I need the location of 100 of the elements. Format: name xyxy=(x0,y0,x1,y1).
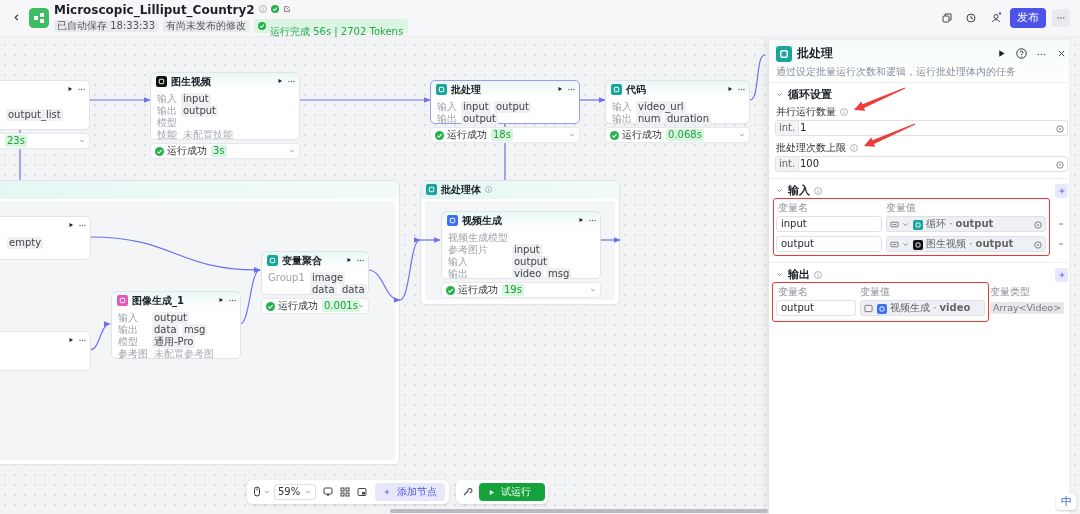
field-label: 并行运行数量 xyxy=(776,106,836,118)
column-header: 变量值 xyxy=(860,286,890,298)
variable-tag: output xyxy=(512,256,549,268)
variable-tag: input xyxy=(512,244,542,256)
section-heading: 输出 xyxy=(788,268,810,281)
input-field: input xyxy=(776,216,882,232)
workflow-node xyxy=(605,80,750,124)
column-header: 变量名 xyxy=(778,202,808,214)
field-label: 输出 xyxy=(448,268,468,280)
connector-line xyxy=(19,129,21,181)
language-indicator: 中 xyxy=(1056,494,1076,510)
variable-tag: input xyxy=(461,101,491,113)
workflow-node xyxy=(111,291,241,359)
reference-text: 循环 · output xyxy=(926,218,994,230)
variable-tag: video xyxy=(512,268,544,280)
duration-badge: 23s xyxy=(5,135,27,147)
variable-tag: num xyxy=(636,113,663,125)
input-field: output xyxy=(776,236,882,252)
status-text: 运行成功 xyxy=(167,145,207,157)
variable-tag: data xyxy=(340,284,367,296)
field-label: 批处理次数上限 xyxy=(776,142,846,154)
duration-badge: 19s xyxy=(502,284,524,296)
connector-line xyxy=(749,54,766,101)
placeholder-text: 未配置参考图 xyxy=(153,348,215,360)
node-title: 图像生成_1 xyxy=(132,294,184,307)
variable-tag: output xyxy=(181,105,218,117)
status-text: 运行成功 xyxy=(278,300,318,312)
add-node-button: 添加节点 xyxy=(375,483,445,501)
field-label: 输出 xyxy=(437,113,457,125)
field-label: 输出 xyxy=(612,113,632,125)
field-label: 视频生成模型 xyxy=(448,232,508,244)
connector-arrow xyxy=(89,97,151,103)
save-status-badge: 已自动保存 18:33:33 xyxy=(54,20,159,32)
workflow-title: Microscopic_Lilliput_Country2 xyxy=(54,3,255,17)
connector-arrow xyxy=(579,97,606,103)
variable-tag: msg xyxy=(182,324,208,336)
duration-badge: 3s xyxy=(211,145,227,157)
node-title: 代码 xyxy=(626,83,646,96)
workflow-node xyxy=(441,211,601,279)
field-label: 输出 xyxy=(157,105,177,117)
variable-tag: 通用-Pro xyxy=(152,336,196,348)
variable-tag: data xyxy=(310,284,337,296)
field-label: 输入 xyxy=(448,256,468,268)
connector-line xyxy=(504,123,506,181)
reference-text: 视频生成 · video xyxy=(890,302,971,314)
variable-tag: empty xyxy=(7,237,44,249)
zoom-select: 59% xyxy=(274,484,316,500)
type-prefix: int. xyxy=(776,121,800,135)
node-title: 批处理体 xyxy=(441,183,481,196)
variable-tag: video_url xyxy=(636,101,686,113)
input-field: output xyxy=(776,300,856,316)
type-badge: Array<Video> xyxy=(990,302,1065,314)
connector-arrow xyxy=(299,97,431,103)
run-status-text: 运行完成 56s | 2702 Tokens xyxy=(270,26,404,37)
column-header: 变量值 xyxy=(886,202,916,214)
panel-description: 通过设定批量运行次数和逻辑，运行批处理体内的任务 xyxy=(776,66,1016,78)
connector-arrow xyxy=(367,269,401,302)
duration-badge: 0.068s xyxy=(666,129,704,141)
field-label: 输出 xyxy=(118,324,138,336)
duration-badge: 0.001s xyxy=(322,300,360,312)
field-label: 参考图片 xyxy=(448,244,488,256)
test-run-button: 试运行 xyxy=(479,483,545,501)
field-value: 100 xyxy=(800,157,820,171)
workflow-node xyxy=(261,251,369,295)
variable-tag: input xyxy=(181,93,211,105)
status-text: 运行成功 xyxy=(622,129,662,141)
variable-tag: image xyxy=(310,272,346,284)
placeholder-text: 未配置技能 xyxy=(182,129,234,141)
connector-arrow xyxy=(89,322,111,351)
variable-tag: output_list xyxy=(6,109,63,121)
variable-tag: duration xyxy=(665,113,712,125)
field-label: 输入 xyxy=(612,101,632,113)
node-title: 图生视频 xyxy=(171,75,211,88)
group-container xyxy=(420,180,620,305)
connector-arrow xyxy=(399,239,421,301)
field-label: 输入 xyxy=(437,101,457,113)
variable-tag: data xyxy=(152,324,179,336)
column-header: 变量类型 xyxy=(990,286,1030,298)
field-label: 技能 xyxy=(157,129,177,141)
connector-arrow xyxy=(419,237,441,243)
variable-tag: output xyxy=(461,113,498,125)
field-label: 输入 xyxy=(118,312,138,324)
node-title: 变量聚合 xyxy=(282,254,322,267)
field-label: Group1 xyxy=(268,272,305,284)
column-header: 变量名 xyxy=(778,286,808,298)
variable-tag: output xyxy=(152,312,189,324)
field-label: 参考图 xyxy=(118,348,148,360)
connector-arrow xyxy=(239,269,261,325)
connector-arrow xyxy=(599,237,621,243)
type-prefix: int. xyxy=(776,157,800,171)
section-heading: 循环设置 xyxy=(788,88,832,101)
unpublished-badge: 有尚未发布的修改 xyxy=(163,20,249,32)
duration-badge: 18s xyxy=(491,129,513,141)
publish-button: 发布 xyxy=(1010,8,1046,28)
field-value: 1 xyxy=(800,121,807,135)
field-label: 输入 xyxy=(157,93,177,105)
field-label: 模型 xyxy=(157,117,177,129)
node-title: 批处理 xyxy=(451,83,481,96)
panel-title: 批处理 xyxy=(797,46,833,61)
status-text: 运行成功 xyxy=(458,284,498,296)
